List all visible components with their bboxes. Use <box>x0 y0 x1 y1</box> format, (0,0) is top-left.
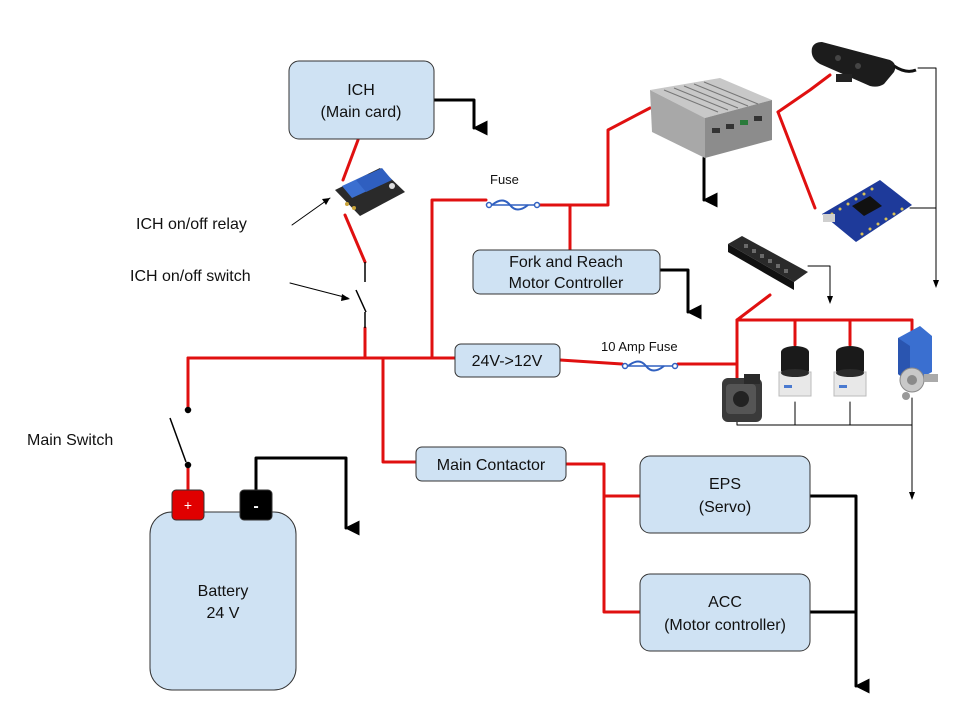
contactor-out-wire <box>564 462 642 614</box>
relay-pointer-line <box>291 197 331 226</box>
depth-camera-icon <box>811 42 917 87</box>
signal-line-right <box>917 67 937 283</box>
battery-title: Battery <box>198 583 249 600</box>
main-contactor-label: Main Contactor <box>437 457 546 474</box>
ich-switch <box>355 262 367 328</box>
industrial-pc-icon <box>650 78 772 158</box>
lidar-sensor-icon <box>778 346 812 397</box>
ich-subtitle: (Main card) <box>321 104 402 121</box>
neg-symbol: - <box>253 498 258 515</box>
battery-ground-wire <box>254 456 360 536</box>
battery-box: Battery 24 V <box>149 511 297 691</box>
battery-neg-terminal: - <box>239 489 273 521</box>
acc-box: ACC (Motor controller) <box>639 573 811 652</box>
main-contactor-box: Main Contactor <box>415 446 567 482</box>
converter-label: 24V->12V <box>472 353 543 370</box>
eps-box: EPS (Servo) <box>639 455 811 534</box>
fuse-10a-label: 10 Amp Fuse <box>601 339 678 354</box>
ich-ground-wire <box>432 98 488 136</box>
sensor-bus-wire <box>735 318 914 397</box>
relay-module-icon <box>335 168 405 216</box>
ich-title: ICH <box>347 82 375 99</box>
camera-link-wire <box>776 73 832 114</box>
fork-ground-wire <box>658 268 702 320</box>
ich-relay-label: ICH on/off relay <box>136 216 247 233</box>
io-hub-icon <box>728 236 808 290</box>
pos-symbol: + <box>184 497 192 513</box>
signal-line-hub <box>807 265 831 299</box>
switch-pointer-line <box>289 282 349 299</box>
servo-motor-icon <box>722 374 762 422</box>
battery-pos-terminal: + <box>171 489 205 521</box>
relay-pointer-head <box>322 198 330 205</box>
fuse-out-wire <box>538 106 652 207</box>
lidar-sensor-icon <box>833 346 867 397</box>
encoder-sensor-icon <box>898 326 938 400</box>
fuse-label: Fuse <box>490 172 519 187</box>
micro-link-wire <box>776 110 817 210</box>
acc-subtitle: (Motor controller) <box>664 617 786 634</box>
signal-arrow-down <box>909 492 915 500</box>
relay-to-switch-wire <box>343 213 367 264</box>
eps-subtitle: (Servo) <box>699 499 751 516</box>
main-switch <box>169 406 192 469</box>
power-wires <box>186 73 914 614</box>
hub-link-wire <box>735 293 772 322</box>
microcontroller-board-icon <box>822 180 912 242</box>
fork-subtitle: Motor Controller <box>509 275 624 292</box>
ich-switch-label: ICH on/off switch <box>130 268 251 285</box>
battery-voltage: 24 V <box>207 605 240 622</box>
ich-main-card-box: ICH (Main card) <box>288 60 435 140</box>
converter-box: 24V->12V <box>454 343 561 378</box>
ground-wires <box>254 67 939 694</box>
acc-title: ACC <box>708 594 742 611</box>
fork-reach-controller-box: Fork and Reach Motor Controller <box>472 249 661 295</box>
switch-pointer-head <box>341 294 350 301</box>
fuse <box>485 199 541 211</box>
contactor-feed-wire <box>381 356 418 464</box>
converter-out-wire <box>558 358 624 366</box>
signal-arrow-hub <box>827 296 833 304</box>
sensor-return-line <box>736 419 913 426</box>
eps-ground-wire <box>808 494 870 694</box>
fuse-feed-wire <box>430 198 488 360</box>
fuse-10a <box>621 360 679 372</box>
signal-arrow-right <box>933 280 939 288</box>
ich-to-relay-wire <box>341 138 360 182</box>
eps-title: EPS <box>709 476 741 493</box>
main-switch-label: Main Switch <box>27 432 113 449</box>
fork-title: Fork and Reach <box>509 254 623 271</box>
